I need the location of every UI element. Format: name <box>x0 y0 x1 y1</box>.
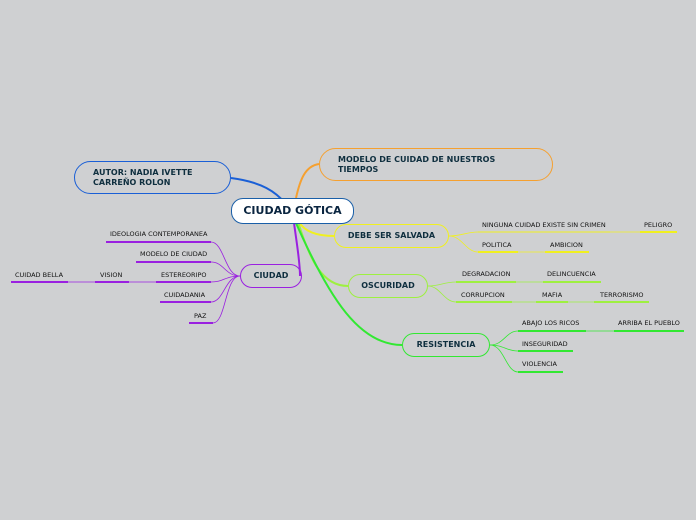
resistencia-topic[interactable]: RESISTENCIA <box>402 333 490 357</box>
leaf-paz[interactable]: PAZ <box>194 312 207 320</box>
leaf-abajo-los-ricos[interactable]: ABAJO LOS RICOS <box>522 319 580 327</box>
leaf-cuidadania[interactable]: CUIDADANIA <box>164 291 206 299</box>
leaf-mafia[interactable]: MAFIA <box>542 291 563 299</box>
ciudad-topic[interactable]: CIUDAD <box>240 264 302 288</box>
leaf-ambicion[interactable]: AMBICION <box>550 241 583 249</box>
leaf-violencia[interactable]: VIOLENCIA <box>522 360 557 368</box>
central-topic[interactable]: CIUDAD GÓTICA <box>231 198 354 224</box>
leaf-politica[interactable]: POLITICA <box>482 241 512 249</box>
leaf-peligro[interactable]: PELIGRO <box>644 221 673 229</box>
author-topic[interactable]: AUTOR: NADIA IVETTE CARREÑO ROLON <box>74 161 231 194</box>
leaf-terrorismo[interactable]: TERRORISMO <box>600 291 644 299</box>
oscuridad-topic[interactable]: OSCURIDAD <box>348 274 428 298</box>
leaf-ideologia[interactable]: IDEOLOGIA CONTEMPORANEA <box>110 230 208 238</box>
leaf-ninguna-ciudad[interactable]: NINGUNA CUIDAD EXISTE SIN CRIMEN <box>482 221 606 229</box>
salvada-topic[interactable]: DEBE SER SALVADA <box>334 224 449 248</box>
modelo-topic[interactable]: MODELO DE CUIDAD DE NUESTROS TIEMPOS <box>319 148 553 181</box>
leaf-modelo-de-ciudad[interactable]: MODELO DE CIUDAD <box>140 250 208 258</box>
leaf-vision[interactable]: VISION <box>100 271 123 279</box>
leaf-degradacion[interactable]: DEGRADACION <box>462 270 511 278</box>
branch-salvada <box>298 221 335 237</box>
leaf-arriba-el-pueblo[interactable]: ARRIBA EL PUEBLO <box>618 319 680 327</box>
leaf-delincuencia[interactable]: DELINCUENCIA <box>547 270 596 278</box>
branch-modelo <box>295 163 320 199</box>
leaf-corrupcion[interactable]: CORRUPCION <box>461 291 505 299</box>
leaf-estereoripo[interactable]: ESTEREORIPO <box>161 271 207 279</box>
branch-resistencia <box>295 222 403 346</box>
leaf-inseguridad[interactable]: INSEGURIDAD <box>522 340 568 348</box>
leaf-cuidad-bella[interactable]: CUIDAD BELLA <box>15 271 64 279</box>
